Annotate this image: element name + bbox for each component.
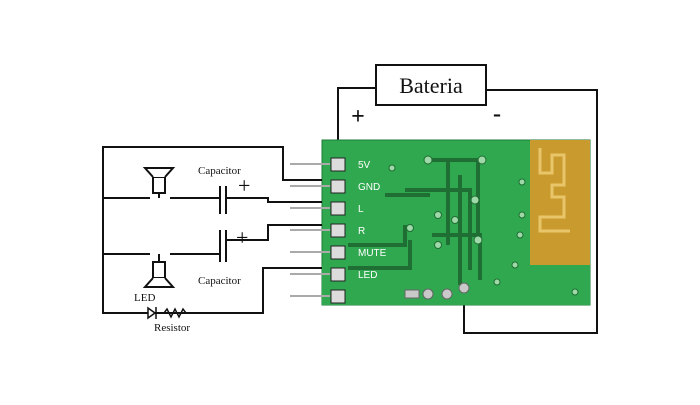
battery-plus-sign: + [351, 104, 365, 130]
pin-pad [330, 223, 346, 238]
pin-gnd: GND [290, 179, 380, 194]
capacitor-top [219, 186, 227, 214]
speaker-bottom [142, 254, 176, 288]
pin-mute: MUTE [290, 245, 387, 260]
pin-label: GND [358, 182, 380, 193]
pin-r: R [290, 223, 365, 238]
pin-label: L [358, 204, 364, 215]
gnd-and-led-loop-wire [102, 146, 322, 314]
resistor-label: Resistor [154, 322, 190, 334]
pcb-vias [388, 155, 579, 296]
pin-led: LED [290, 267, 377, 282]
capacitor-top-to-l-wire [226, 197, 322, 203]
antenna-trace [538, 148, 570, 233]
pin-pad [330, 245, 346, 260]
battery-label: Bateria [399, 73, 463, 98]
pin-pad [330, 179, 346, 194]
pcb-lower-strip [322, 265, 590, 305]
pcb-bottom-pads [404, 282, 470, 300]
pin-pad [330, 267, 346, 282]
capacitor-top-plus: + [238, 173, 250, 198]
resistor-symbol [163, 307, 187, 319]
battery-minus-sign: - [493, 101, 501, 127]
pin-pad-unlabeled [330, 289, 346, 304]
battery-positive-wire [337, 87, 376, 158]
capacitor-bottom [219, 230, 227, 262]
battery-box [375, 64, 487, 106]
led-symbol [147, 306, 157, 320]
bluetooth-audio-module: 5V GND LR MUTE LED [290, 139, 591, 306]
capacitor-bottom-label: Capacitor [198, 275, 241, 287]
pcb-pin-traces [348, 225, 412, 270]
capacitor-top-label: Capacitor [198, 165, 241, 177]
speaker-top [142, 167, 176, 198]
pin-l: L [290, 201, 364, 216]
capacitor-bottom-plus: + [236, 225, 248, 250]
header-pins: 5V GND LR MUTE LED [290, 157, 387, 304]
led-label: LED [134, 292, 155, 304]
pin-pad [330, 157, 346, 172]
pin-label: MUTE [358, 248, 387, 259]
pin-label: LED [358, 270, 377, 281]
pin-pad [330, 201, 346, 216]
pin-label: 5V [358, 160, 371, 171]
pin-5v: 5V [290, 157, 371, 172]
pin-label: R [358, 226, 365, 237]
battery-negative-wire [463, 89, 598, 334]
